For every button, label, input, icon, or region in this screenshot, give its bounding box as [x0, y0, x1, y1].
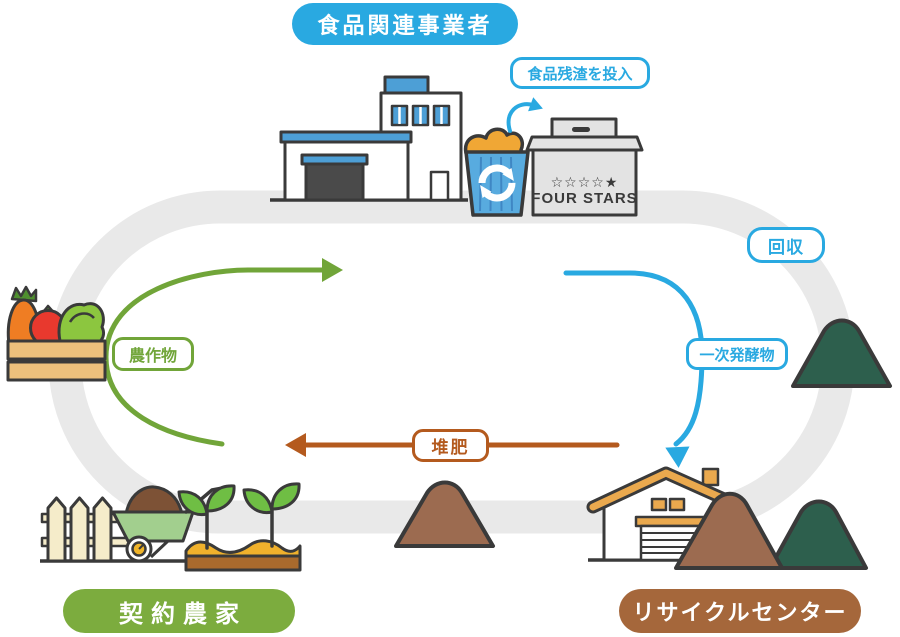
vegetable-crate-illustration: [6, 285, 107, 382]
lettuce-icon: [57, 302, 105, 346]
compost-label: 堆肥: [412, 429, 489, 462]
sprout-icon: [242, 482, 301, 548]
primary-fermented-label: 一次発酵物: [686, 338, 788, 370]
lettuce-icon: [68, 312, 95, 323]
collection-arrow: [563, 270, 705, 468]
waste-bin-icon: [463, 127, 530, 217]
four-stars-rating: ☆☆☆☆★: [550, 174, 619, 190]
food-business-label: 食品関連事業者: [292, 3, 518, 45]
food-waste-input-label: 食品残渣を投入: [510, 57, 650, 89]
recycle-center-label: リサイクルセンター: [619, 589, 861, 633]
roof-vent: [701, 467, 720, 487]
compost-container-illustration: [525, 117, 644, 217]
crate-board: [6, 360, 107, 382]
carrot-icon: [10, 285, 38, 303]
fermented-pile-icon: [791, 318, 892, 388]
food-waste-lump: [463, 127, 524, 155]
recycle-icon: [478, 164, 516, 202]
four-stars-brand: FOUR STARS: [531, 190, 638, 207]
compost-pile-icon: [674, 491, 784, 570]
seedbed-icon: [177, 482, 302, 572]
sprout-icon: [177, 484, 236, 550]
compost-pile-icon: [394, 480, 495, 548]
wheelbarrow-icon: [111, 485, 230, 563]
crops-label: 農作物: [112, 337, 194, 371]
crate-board: [6, 339, 107, 361]
farm-illustration: [40, 482, 302, 572]
fermented-pile-icon: [768, 499, 868, 570]
input-arrow: [506, 97, 543, 133]
factory-illustration: [270, 75, 468, 202]
contract-farm-label: 契約農家: [63, 589, 295, 633]
collection-label: 回収: [747, 227, 825, 263]
